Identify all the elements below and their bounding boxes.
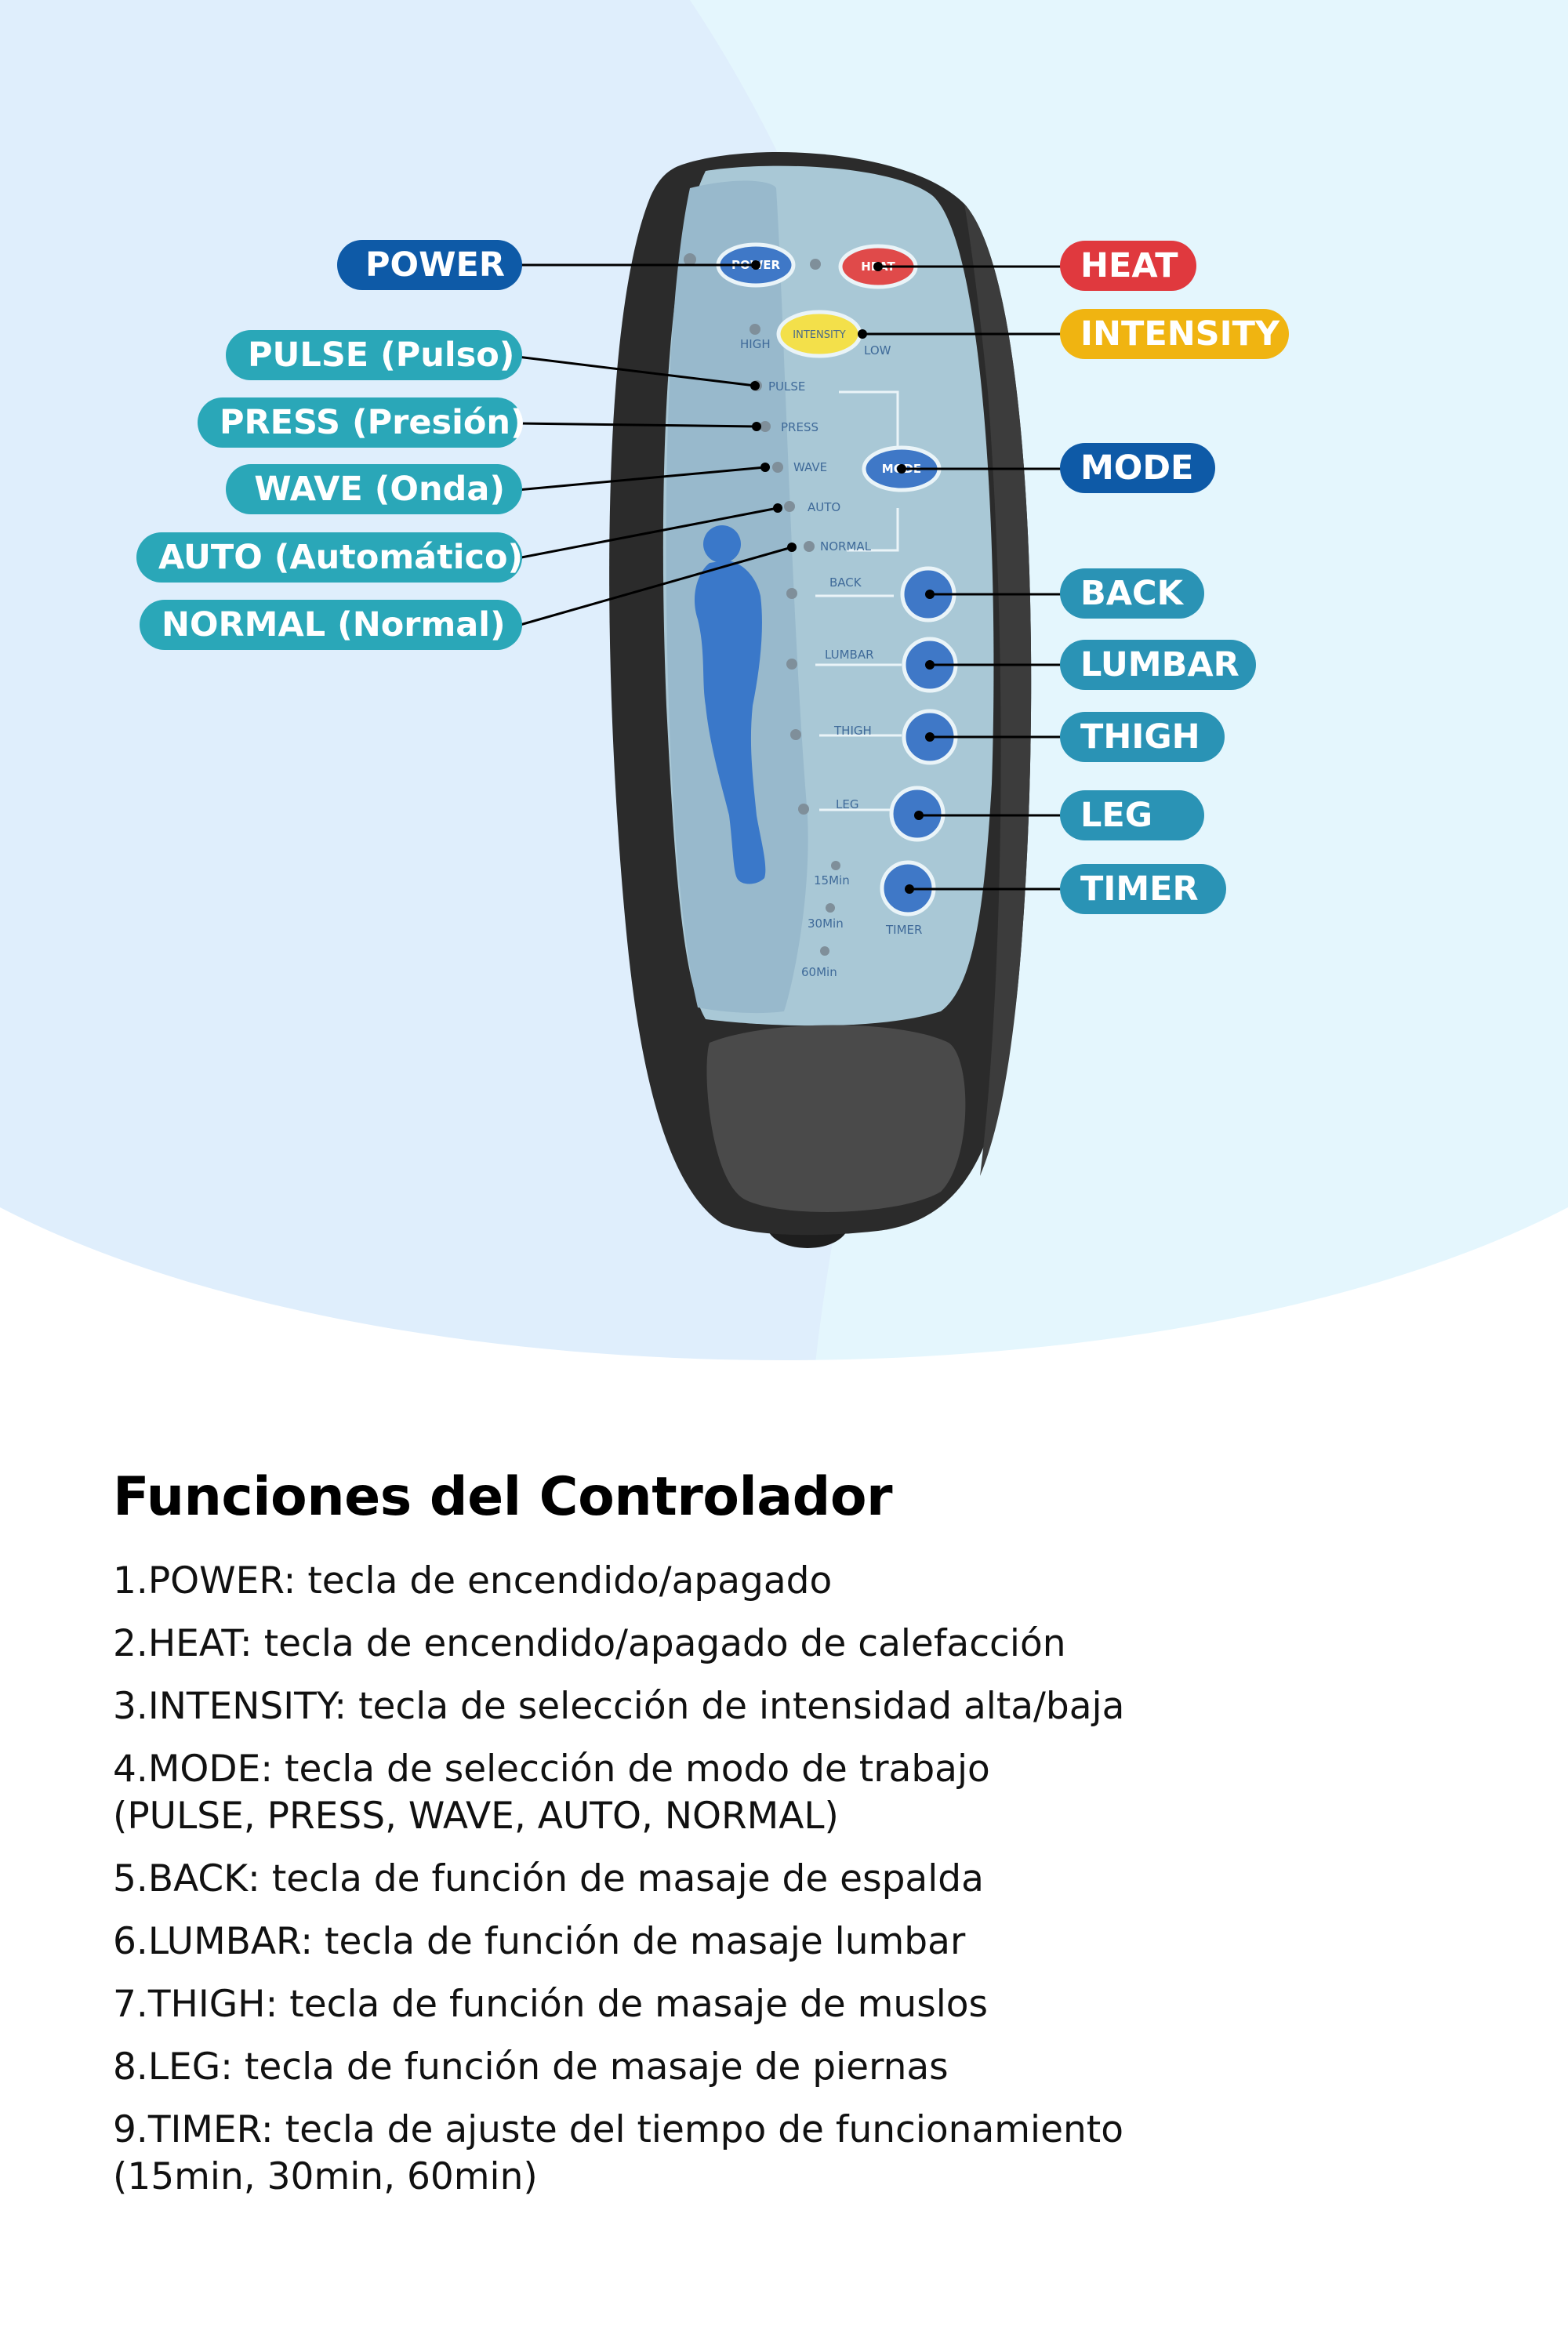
function-item-back: 5.BACK: tecla de función de masaje de es… xyxy=(113,1856,1493,1903)
function-item-intensity: 3.INTENSITY: tecla de selección de inten… xyxy=(113,1683,1493,1730)
function-item-subtext: (15min, 30min, 60min) xyxy=(113,2155,538,2198)
function-item-text: 5.BACK: tecla de función de masaje de es… xyxy=(113,1857,984,1900)
wave-label-pill: WAVE (Onda) xyxy=(226,464,522,514)
mode-label-pill: MODE xyxy=(1060,443,1215,493)
high-label: HIGH xyxy=(740,337,771,351)
heat-label-pill: HEAT xyxy=(1060,241,1196,291)
function-item-text: 1.POWER: tecla de encendido/apagado xyxy=(113,1559,833,1602)
function-item-text: 8.LEG: tecla de función de masaje de pie… xyxy=(113,2045,949,2089)
power-label-pill: POWER xyxy=(337,240,522,290)
functions-section: Funciones del Controlador 1.POWER: tecla… xyxy=(113,1466,1493,2216)
functions-title: Funciones del Controlador xyxy=(113,1466,893,1528)
timer-15-label: 15Min xyxy=(814,873,850,887)
function-item-subtext: (PULSE, PRESS, WAVE, AUTO, NORMAL) xyxy=(113,1795,839,1838)
leg-label: LEG xyxy=(836,797,858,811)
function-item-text: 3.INTENSITY: tecla de selección de inten… xyxy=(113,1685,1125,1728)
normal-label-pill: NORMAL (Normal) xyxy=(140,600,522,650)
timer-label: TIMER xyxy=(885,923,922,937)
lumbar-label: LUMBAR xyxy=(825,648,874,662)
timer-label-pill: TIMER xyxy=(1060,864,1226,914)
pulse-label-pill: PULSE (Pulso) xyxy=(226,330,522,380)
function-item-heat: 2.HEAT: tecla de encendido/apagado de ca… xyxy=(113,1621,1493,1668)
timer-60-label: 60Min xyxy=(801,965,837,979)
function-item-timer: 9.TIMER: tecla de ajuste del tiempo de f… xyxy=(113,2107,1493,2201)
press-label: PRESS xyxy=(781,420,818,434)
function-item-text: 7.THIGH: tecla de función de masaje de m… xyxy=(113,1983,988,2026)
function-item-text: 9.TIMER: tecla de ajuste del tiempo de f… xyxy=(113,2108,1123,2151)
back-label-pill: BACK xyxy=(1060,568,1204,619)
wave-label: WAVE xyxy=(793,460,827,474)
low-label: LOW xyxy=(864,343,891,358)
leg-label-pill: LEG xyxy=(1060,790,1204,840)
function-item-mode: 4.MODE: tecla de selección de modo de tr… xyxy=(113,1746,1493,1840)
auto-label: AUTO xyxy=(808,500,840,514)
pulse-label: PULSE xyxy=(768,379,805,394)
thigh-label-pill: THIGH xyxy=(1060,712,1225,762)
intensity-button-label: INTENSITY xyxy=(793,329,845,341)
lumbar-label-pill: LUMBAR xyxy=(1060,640,1256,690)
function-item-thigh: 7.THIGH: tecla de función de masaje de m… xyxy=(113,1981,1493,2028)
function-item-text: 4.MODE: tecla de selección de modo de tr… xyxy=(113,1748,990,1791)
bottom-grip xyxy=(706,1025,966,1213)
back-label: BACK xyxy=(829,575,862,590)
thigh-label: THIGH xyxy=(833,724,872,738)
body-figure-icon xyxy=(694,525,766,884)
normal-label: NORMAL xyxy=(820,539,872,554)
press-label-pill: PRESS (Presión) xyxy=(198,397,526,448)
function-item-lumbar: 6.LUMBAR: tecla de función de masaje lum… xyxy=(113,1918,1493,1965)
function-item-text: 6.LUMBAR: tecla de función de masaje lum… xyxy=(113,1920,966,1963)
function-item-text: 2.HEAT: tecla de encendido/apagado de ca… xyxy=(113,1622,1066,1665)
timer-30-label: 30Min xyxy=(808,916,844,931)
function-item-leg: 8.LEG: tecla de función de masaje de pie… xyxy=(113,2044,1493,2091)
function-item-power: 1.POWER: tecla de encendido/apagado xyxy=(113,1558,1493,1605)
leader-lines xyxy=(517,263,1066,891)
intensity-label-pill: INTENSITY xyxy=(1060,309,1289,359)
auto-label-pill: AUTO (Automático) xyxy=(136,532,523,583)
